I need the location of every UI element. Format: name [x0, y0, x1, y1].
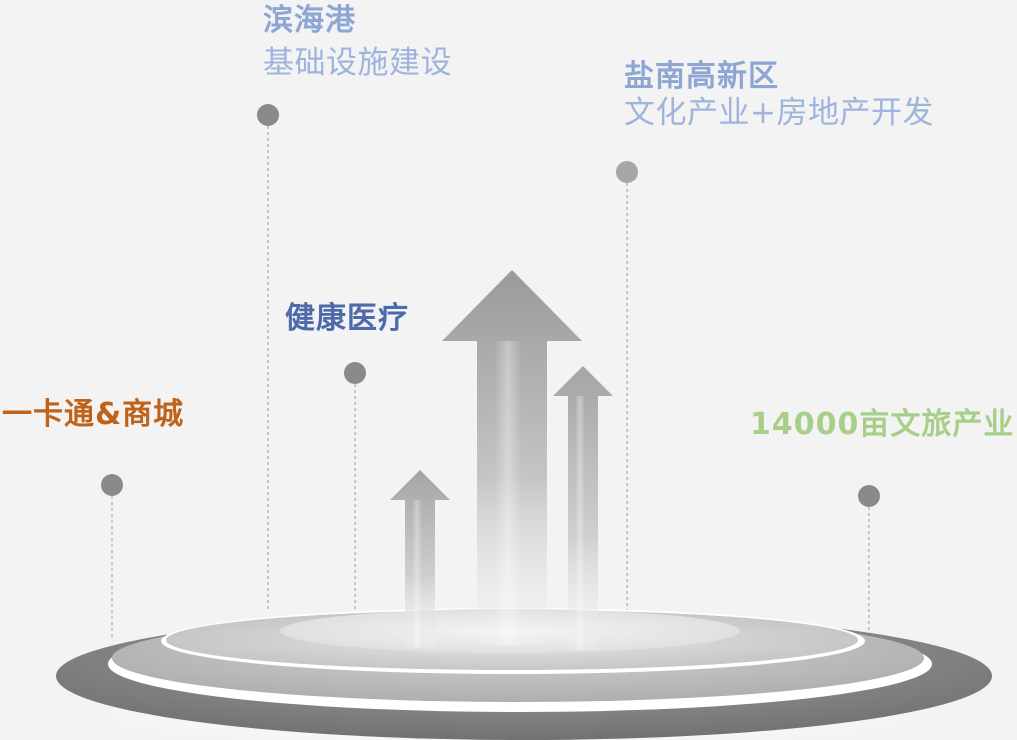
- pin-dot-card: [101, 474, 123, 496]
- tourism-title: 14000亩文旅产业: [750, 407, 1015, 442]
- growth-arrows: [390, 270, 613, 650]
- yannan-title: 盐南高新区: [624, 59, 779, 94]
- card-title: 一卡通&商城: [2, 397, 185, 432]
- pin-dots: [101, 104, 880, 507]
- up-arrow-icon-large: [442, 270, 582, 645]
- up-arrow-icon-small: [390, 470, 450, 648]
- binhaigang-title: 滨海港: [263, 3, 356, 38]
- pin-dot-yannan: [616, 161, 638, 183]
- pin-dot-health: [344, 362, 366, 384]
- pin-dot-tourism: [858, 485, 880, 507]
- binhaigang-subtitle: 基础设施建设: [263, 45, 452, 81]
- up-arrow-icon-right: [553, 366, 613, 650]
- yannan-subtitle: 文化产业+房地产开发: [624, 95, 934, 131]
- health-title: 健康医疗: [285, 301, 409, 336]
- pin-dot-binhaigang: [257, 104, 279, 126]
- pin-lines: [111, 126, 870, 655]
